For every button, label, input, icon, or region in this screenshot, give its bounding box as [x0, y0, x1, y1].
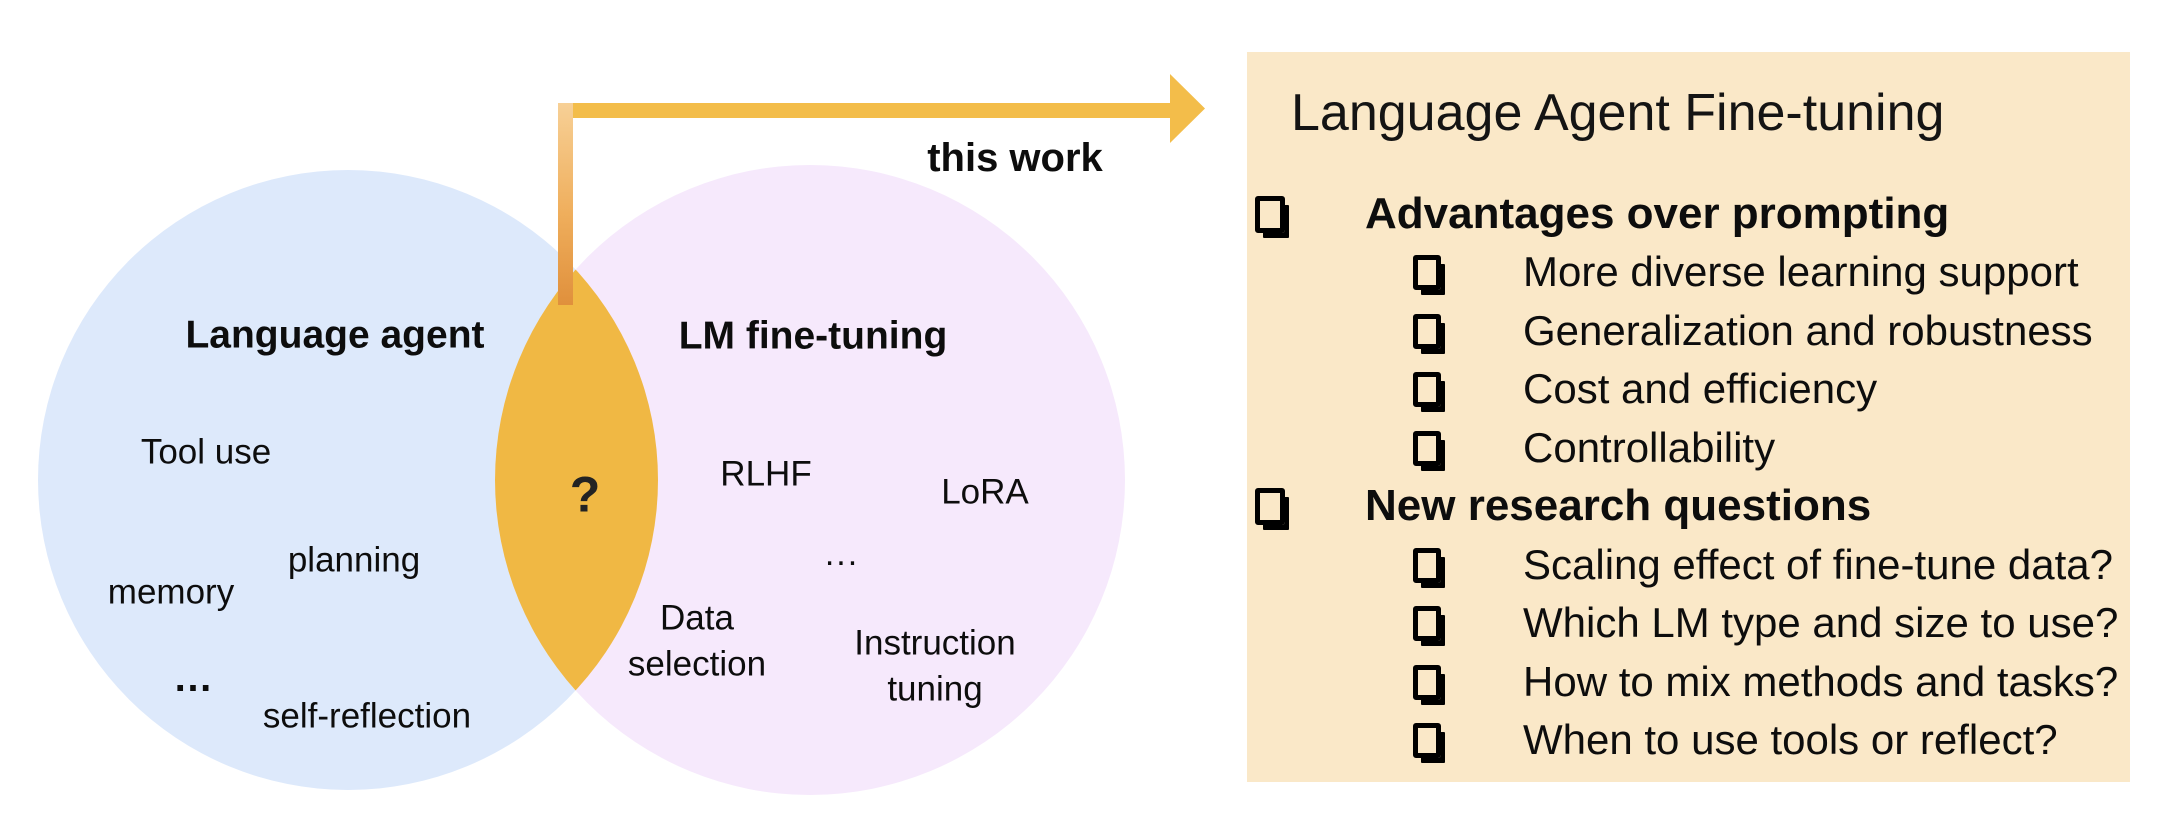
- arrow-head-icon: [1170, 74, 1205, 143]
- list-item-label: Controllability: [1523, 424, 1776, 471]
- section-heading-row: New research questions: [1247, 481, 2138, 531]
- left-circle-ellipsis: …: [173, 656, 219, 700]
- right-circle-ellipsis: ...: [824, 534, 860, 573]
- section-heading: Advantages over prompting: [1365, 189, 1950, 238]
- left-circle-item-self-reflection: self-reflection: [262, 696, 472, 736]
- list-item: Controllability: [1247, 424, 2174, 472]
- list-item: Which LM type and size to use?: [1247, 599, 2174, 647]
- panel-title: Language Agent Fine-tuning: [1291, 84, 1945, 142]
- list-item: Cost and efficiency: [1247, 365, 2174, 413]
- list-item: Generalization and robustness: [1247, 307, 2174, 355]
- list-item: When to use tools or reflect?: [1247, 716, 2174, 764]
- list-item: How to mix methods and tasks?: [1247, 658, 2174, 706]
- checkbox-icon: [1413, 371, 1441, 407]
- checkbox-icon: [1413, 547, 1441, 583]
- checkbox-icon: [1255, 487, 1285, 525]
- left-circle-item-tool-use: Tool use: [140, 432, 272, 472]
- list-item-label: Which LM type and size to use?: [1523, 599, 2119, 646]
- list-item-label: When to use tools or reflect?: [1523, 716, 2058, 763]
- right-circle-title: LM fine-tuning: [678, 314, 948, 358]
- list-item-label: Cost and efficiency: [1523, 365, 1878, 412]
- checkbox-icon: [1413, 254, 1441, 290]
- left-circle-title: Language agent: [185, 313, 485, 357]
- right-circle-item-data-selection: Data selection: [627, 598, 767, 684]
- arrow-horizontal-bar: [558, 103, 1170, 118]
- intersection-question-mark: ?: [569, 466, 601, 523]
- checkbox-icon: [1413, 605, 1441, 641]
- list-item-label: Scaling effect of fine-tune data?: [1523, 541, 2113, 588]
- checkbox-icon: [1413, 430, 1441, 466]
- left-circle-item-memory: memory: [107, 572, 235, 612]
- arrow-vertical-shaft: [558, 103, 573, 305]
- list-item: Scaling effect of fine-tune data?: [1247, 541, 2174, 589]
- right-circle-item-instruction-tuning: Instruction tuning: [854, 623, 1016, 709]
- right-circle-item-rlhf: RLHF: [720, 454, 812, 494]
- left-circle-shape: [38, 170, 658, 790]
- section-heading: New research questions: [1365, 481, 1872, 530]
- fine-tuning-panel: Language Agent Fine-tuning Advantages ov…: [1247, 52, 2130, 782]
- checkbox-icon: [1413, 313, 1441, 349]
- this-work-label: this work: [927, 136, 1103, 180]
- checkbox-icon: [1255, 195, 1285, 233]
- list-item: More diverse learning support: [1247, 248, 2174, 296]
- list-item-label: How to mix methods and tasks?: [1523, 658, 2119, 705]
- left-circle-item-planning: planning: [287, 540, 421, 580]
- list-item-label: Generalization and robustness: [1523, 307, 2093, 354]
- checkbox-icon: [1413, 722, 1441, 758]
- section-heading-row: Advantages over prompting: [1247, 189, 2138, 239]
- right-circle-shape: [495, 165, 1125, 795]
- checkbox-icon: [1413, 664, 1441, 700]
- list-item-label: More diverse learning support: [1523, 248, 2079, 295]
- right-circle-item-lora: LoRA: [941, 472, 1029, 512]
